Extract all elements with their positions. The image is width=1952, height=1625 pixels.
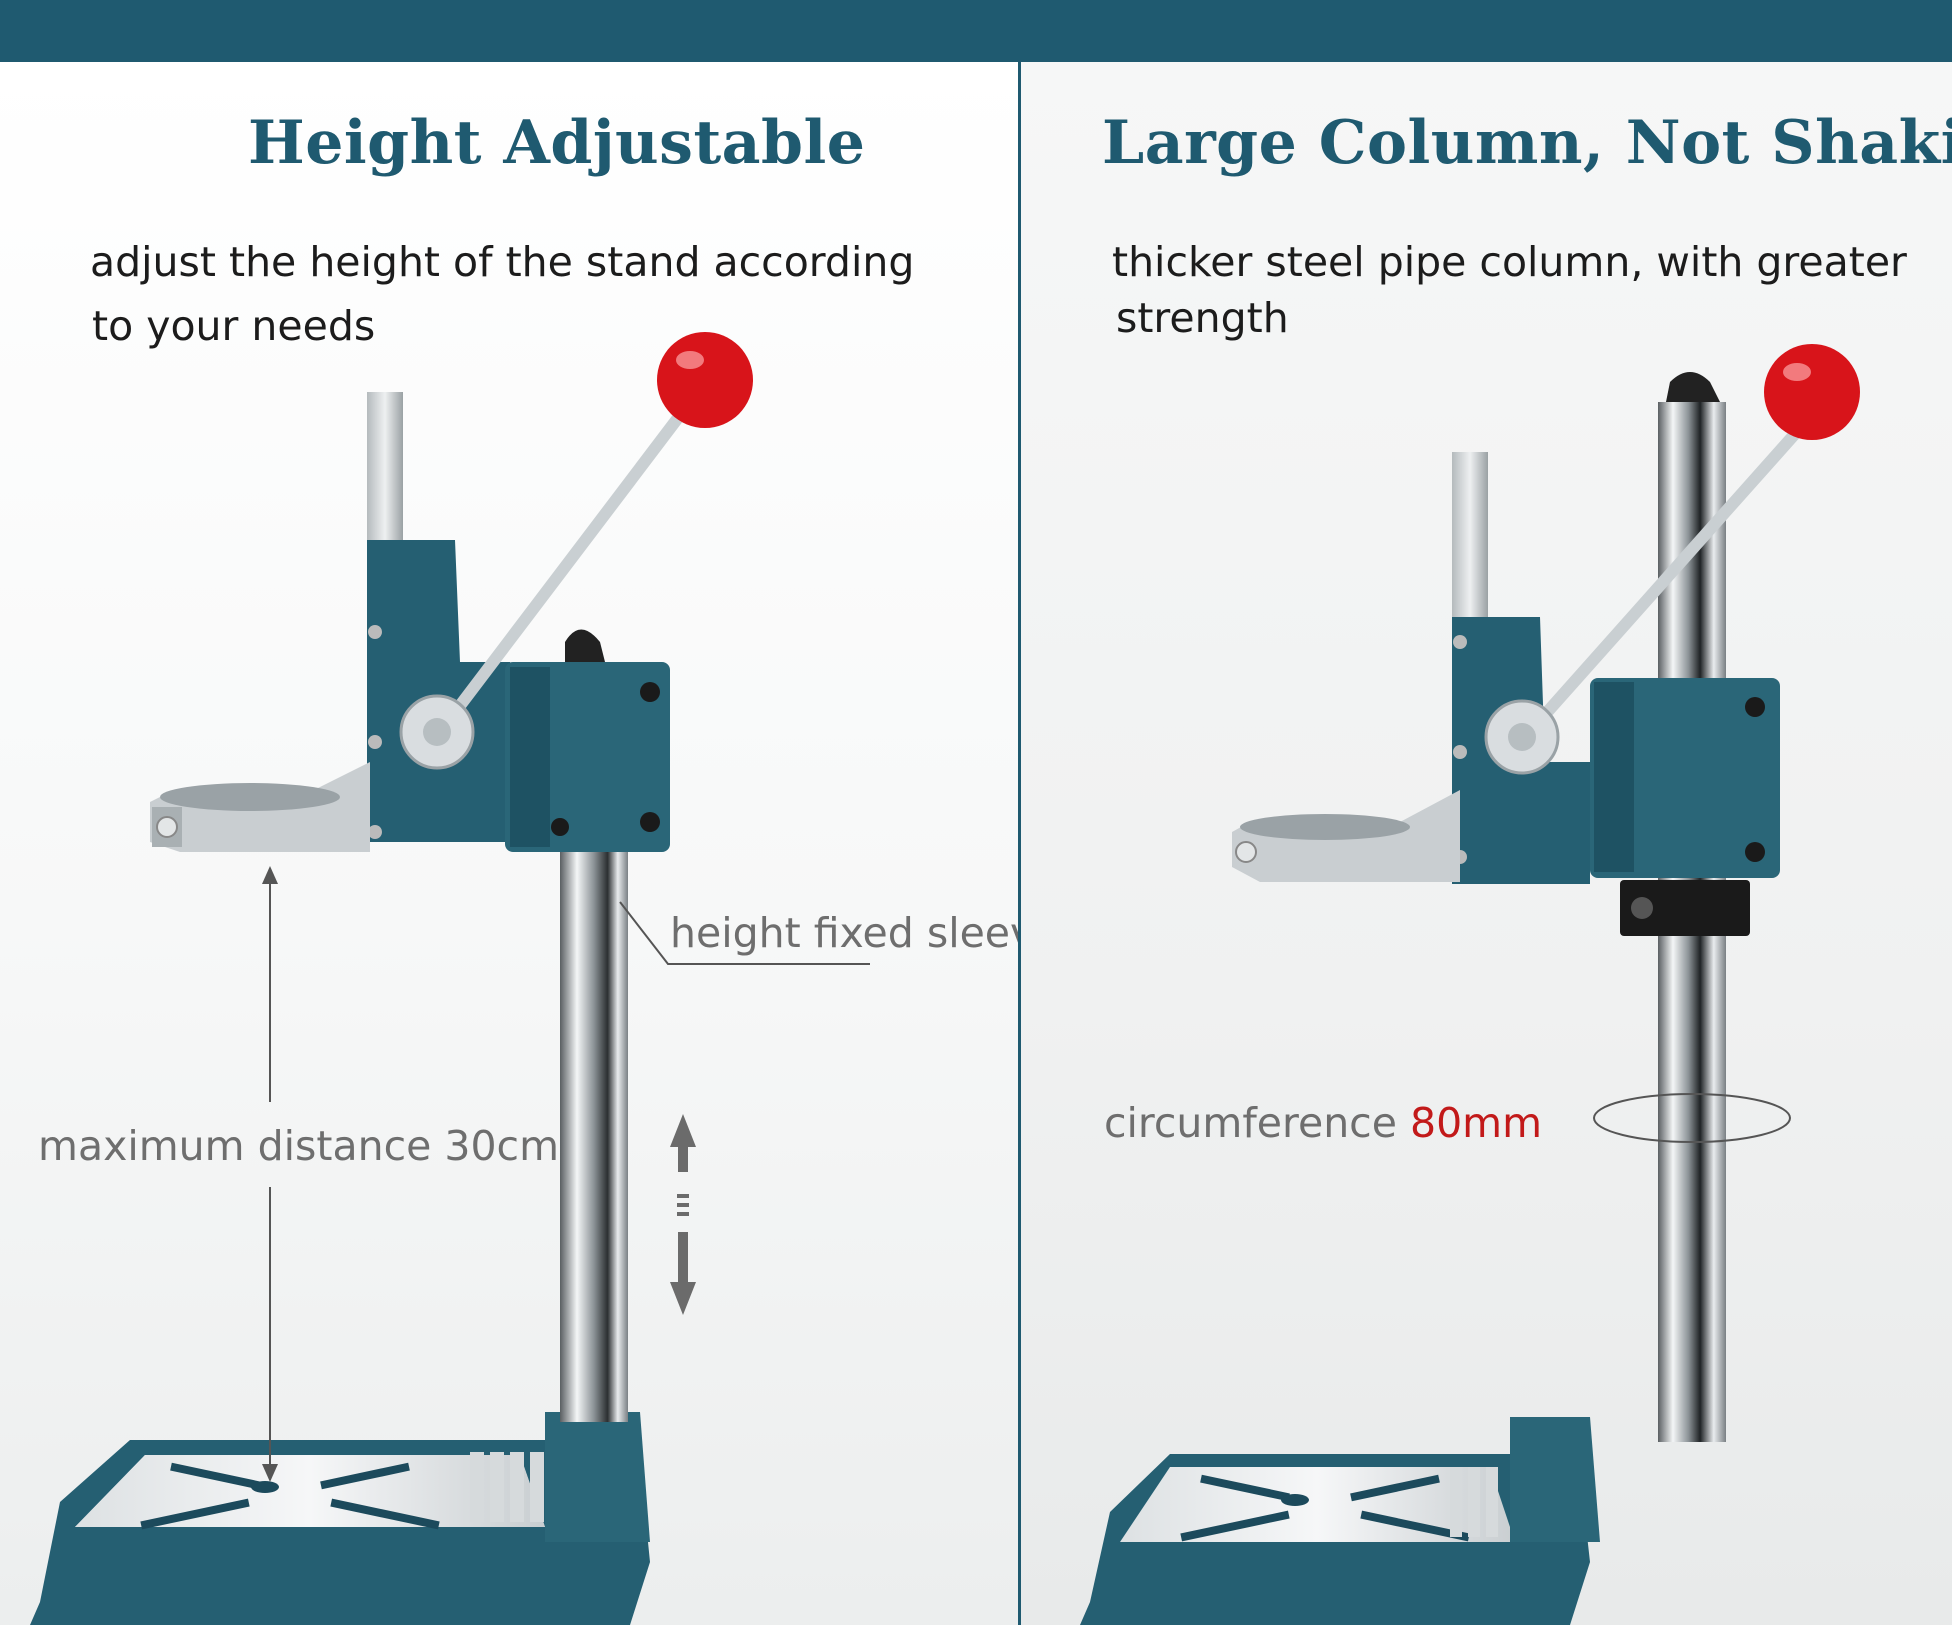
drill-stand-illustration-right [1080,344,1860,1625]
left-panel-description-line1: adjust the height of the stand according [90,238,915,286]
sleeve-callout-line [619,901,870,965]
drill-collar [1232,790,1460,882]
up-down-arrow-icon [670,1114,696,1315]
stand-head [367,392,670,852]
circumference-text: circumference [1104,1099,1397,1147]
steel-column [560,832,628,1422]
maximum-distance-label: maximum distance 30cm [38,1122,560,1170]
stand-base [30,1412,650,1625]
circumference-ring-icon [1593,1093,1791,1143]
drill-collar [150,762,370,852]
red-knob-icon [657,332,753,428]
height-fixed-sleeve-label: height fixed sleeve [670,909,1018,957]
stand-base [1080,1417,1600,1625]
lever-arm [399,396,696,770]
drill-stand-illustration-left [30,332,870,1625]
right-panel-title: Large Column, Not Shaking [1102,108,1952,178]
left-panel-description-line2: to your needs [92,302,376,350]
right-panel: Large Column, Not Shaking thicker steel … [1020,62,1952,1625]
panel-divider [1018,0,1021,1625]
circumference-label: circumference 80mm [1104,1099,1542,1147]
right-panel-description-line1: thicker steel pipe column, with greater [1112,238,1907,286]
right-panel-description-line2: strength [1116,294,1289,342]
distance-arrow [262,866,278,1482]
height-fixed-sleeve [1620,880,1750,936]
top-bar [0,0,1952,62]
circumference-value: 80mm [1410,1099,1543,1147]
left-panel-title: Height Adjustable [248,108,866,178]
left-panel: Height Adjustable adjust the height of t… [0,62,1018,1625]
stand-head [1452,452,1780,884]
red-knob-icon [1764,344,1860,440]
lever-arm [1484,411,1816,775]
